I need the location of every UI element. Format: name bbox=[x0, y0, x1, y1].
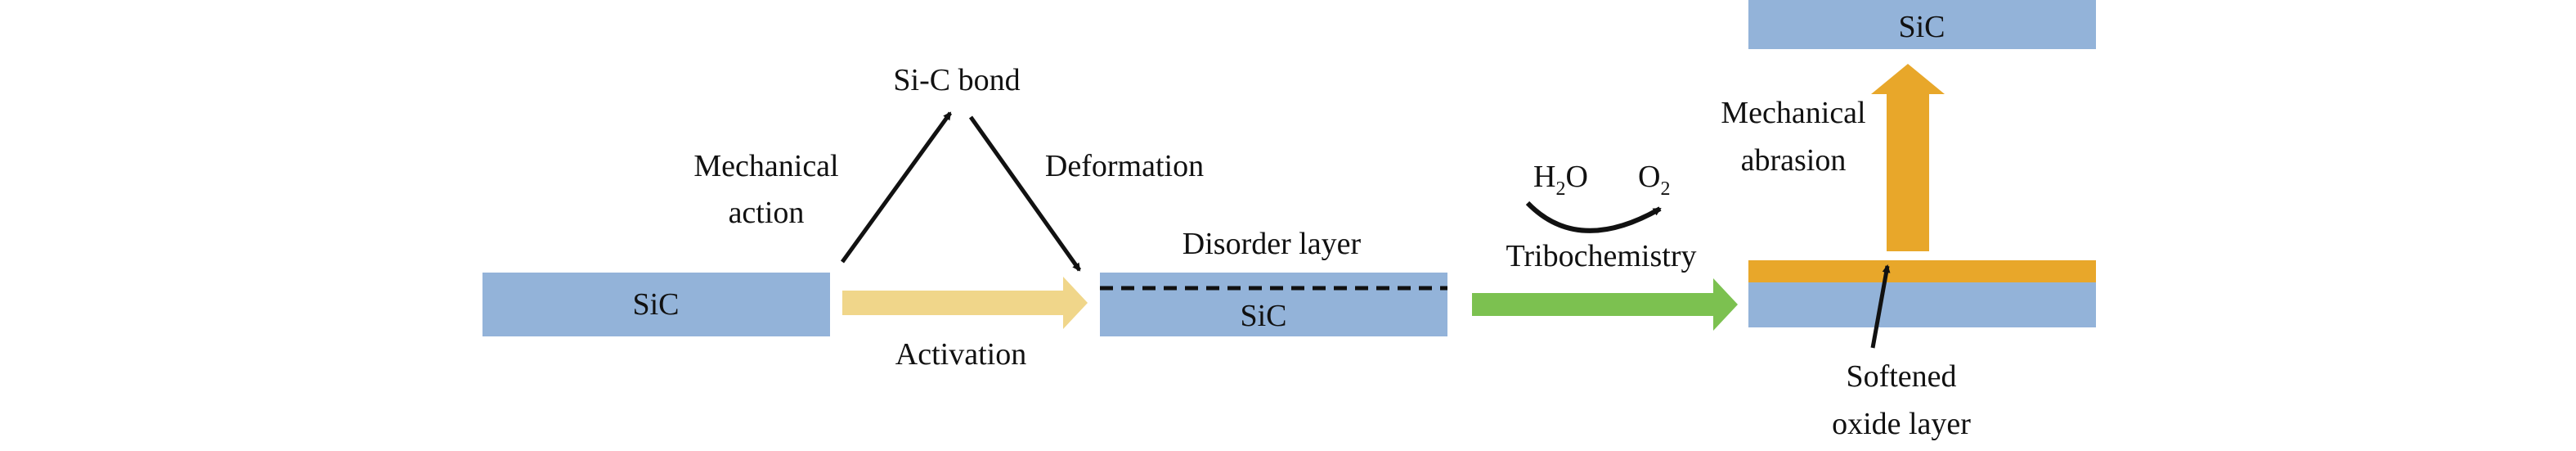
sic-block-removed bbox=[1748, 0, 2096, 49]
mechanical-abrasion-arrow bbox=[1871, 64, 1945, 251]
softened-label-line1: Softened bbox=[1846, 359, 1956, 394]
tribochemistry-arrow bbox=[1472, 278, 1738, 331]
h2o-label: H2O bbox=[1533, 160, 1588, 200]
mechanical-action-arrow bbox=[840, 111, 953, 264]
sic-block-base bbox=[1748, 282, 2096, 327]
sic-block-initial bbox=[482, 273, 830, 336]
si-c-bond-label: Si-C bond bbox=[893, 63, 1020, 97]
deformation-label: Deformation bbox=[1045, 149, 1204, 183]
deformation-arrow bbox=[968, 115, 1082, 272]
softened-label-line2: oxide layer bbox=[1832, 407, 1971, 441]
mechanical-abrasion-label-line2: abrasion bbox=[1741, 143, 1847, 178]
sic-initial-label: SiC bbox=[632, 287, 679, 322]
disorder-layer-label: Disorder layer bbox=[1183, 227, 1362, 261]
softened-oxide-layer bbox=[1748, 260, 2096, 282]
activation-arrow bbox=[842, 277, 1088, 329]
sic-block-disordered bbox=[1100, 273, 1447, 336]
curved-arrow-icon bbox=[1525, 201, 1662, 233]
softened-oxide-pointer bbox=[1870, 264, 1891, 349]
mechanical-action-label-line2: action bbox=[729, 196, 805, 230]
sic-removed-label: SiC bbox=[1898, 10, 1945, 44]
sic-disordered-label: SiC bbox=[1240, 299, 1286, 333]
activation-label: Activation bbox=[895, 337, 1026, 372]
mechanical-abrasion-label-line1: Mechanical bbox=[1721, 96, 1865, 130]
mechanical-action-label-line1: Mechanical bbox=[693, 149, 838, 183]
o2-label: O2 bbox=[1638, 160, 1670, 200]
tribochemistry-label: Tribochemistry bbox=[1506, 239, 1697, 273]
